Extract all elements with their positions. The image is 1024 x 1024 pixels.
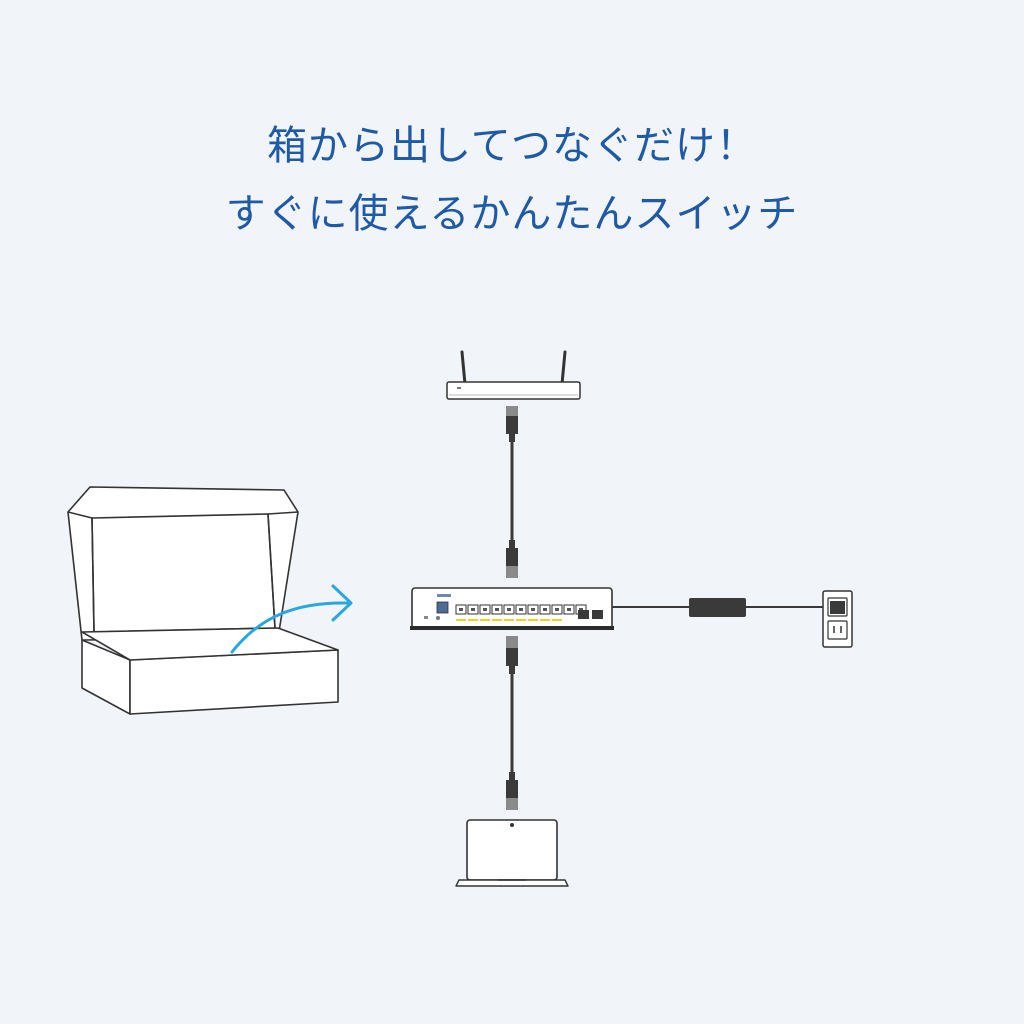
wireless-router-icon (446, 350, 581, 400)
laptop-icon (455, 819, 569, 887)
arrow-right-icon (230, 584, 353, 654)
switch-port-jack (579, 608, 583, 611)
port-led (516, 619, 526, 621)
switch-port-jack (507, 608, 511, 611)
port-led (480, 619, 490, 621)
switch-port-jack (459, 608, 463, 611)
switch-port-jack (543, 608, 547, 611)
ethernet-cable-icon (506, 636, 518, 810)
wall-outlet-icon (822, 590, 853, 648)
sfp-slot (578, 610, 589, 619)
power-adapter-icon (689, 598, 746, 617)
port-led (528, 619, 538, 621)
port-led (468, 619, 478, 621)
switch-port-jack (555, 608, 559, 611)
switch-ports (455, 604, 603, 621)
headline-line-1: 箱から出してつなぐだけ！ (267, 123, 757, 169)
open-box-icon (67, 486, 339, 715)
switch-port-jack (567, 608, 571, 611)
switch-port-jack (471, 608, 475, 611)
port-led (504, 619, 514, 621)
headline: 箱から出してつなぐだけ！ すぐに使えるかんたんスイッチ (0, 112, 1024, 248)
port-led (540, 619, 550, 621)
port-led (552, 619, 562, 621)
switch-port-jack (483, 608, 487, 611)
switch-port-jack (519, 608, 523, 611)
ethernet-cable-icon (506, 406, 518, 578)
switch-port-jack (531, 608, 535, 611)
port-led (492, 619, 502, 621)
switch-port-jack (495, 608, 499, 611)
sfp-slot (592, 610, 603, 619)
port-led (456, 619, 466, 621)
headline-line-2: すぐに使えるかんたんスイッチ (225, 191, 799, 237)
